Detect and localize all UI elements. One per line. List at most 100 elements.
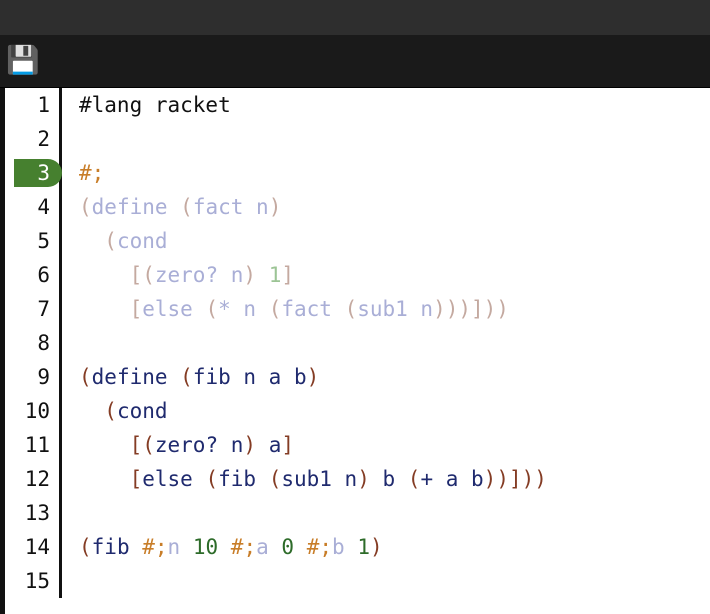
- line-number-current[interactable]: 3: [5, 156, 62, 190]
- code-token: [180, 535, 193, 559]
- code-line[interactable]: 13: [5, 496, 710, 530]
- line-number-label: 9: [37, 365, 50, 389]
- code-token: (: [205, 297, 219, 321]
- code-token: ): [243, 263, 269, 287]
- code-line[interactable]: 3 #;: [5, 156, 710, 190]
- current-line-badge: [14, 159, 62, 187]
- code-token: ))])): [483, 467, 547, 491]
- code-token: fact: [281, 297, 345, 321]
- code-line-text[interactable]: [(zero? n) a]: [65, 428, 294, 462]
- code-token: #lang racket: [79, 93, 231, 117]
- line-number[interactable]: 12: [5, 462, 62, 496]
- code-token: 1: [268, 263, 282, 287]
- code-line-text[interactable]: #;: [65, 156, 104, 190]
- code-token: [218, 535, 231, 559]
- code-token: 0: [281, 535, 295, 559]
- code-lines-container[interactable]: 1 #lang racket 2 3 #; 4 (define (fact n)5 (con…: [5, 88, 710, 614]
- code-token: (: [79, 535, 92, 559]
- line-number[interactable]: 11: [5, 428, 62, 462]
- line-number[interactable]: 6: [5, 258, 62, 292]
- code-token: [79, 229, 104, 253]
- line-number-label: 10: [24, 399, 50, 423]
- code-token: [(: [129, 263, 155, 287]
- code-line-text[interactable]: (define (fact n): [65, 190, 281, 224]
- code-token: (: [205, 467, 219, 491]
- line-number[interactable]: 7: [5, 292, 62, 326]
- code-line-text[interactable]: (define (fib n a b): [65, 360, 319, 394]
- code-token: + a b: [420, 467, 484, 491]
- code-line[interactable]: 5 (cond: [5, 224, 710, 258]
- code-line[interactable]: 8: [5, 326, 710, 360]
- code-token: ): [357, 467, 383, 491]
- code-token: a: [268, 433, 282, 457]
- code-line-text[interactable]: [else (fib (sub1 n) b (+ a b))])): [65, 462, 547, 496]
- code-token: [79, 433, 130, 457]
- line-number[interactable]: 1: [5, 88, 62, 122]
- line-number[interactable]: 14: [5, 530, 62, 564]
- line-number[interactable]: 4: [5, 190, 62, 224]
- line-number[interactable]: 9: [5, 360, 62, 394]
- line-number-label: 2: [37, 127, 50, 151]
- floppy-disk-save-icon[interactable]: 💾: [6, 45, 40, 76]
- code-line-text[interactable]: [65, 326, 79, 360]
- code-line-text[interactable]: (cond: [65, 224, 167, 258]
- code-line[interactable]: 7 [else (* n (fact (sub1 n)))])): [5, 292, 710, 326]
- code-token: define: [91, 195, 181, 219]
- code-line[interactable]: 6 [(zero? n) 1]: [5, 258, 710, 292]
- line-number[interactable]: 8: [5, 326, 62, 360]
- line-number[interactable]: 10: [5, 394, 62, 428]
- line-number[interactable]: 13: [5, 496, 62, 530]
- code-token: (: [180, 365, 193, 389]
- code-line-text[interactable]: [else (* n (fact (sub1 n)))])): [65, 292, 509, 326]
- code-token: (: [268, 297, 282, 321]
- code-line[interactable]: 15: [5, 564, 710, 598]
- code-token: * n: [218, 297, 269, 321]
- code-token: define: [91, 365, 181, 389]
- code-line-text[interactable]: [(zero? n) 1]: [65, 258, 294, 292]
- code-token: [79, 467, 130, 491]
- line-number-label: 4: [37, 195, 50, 219]
- code-line[interactable]: 9 (define (fib n a b): [5, 360, 710, 394]
- code-token: 1: [357, 535, 370, 559]
- code-editor[interactable]: 1 #lang racket 2 3 #; 4 (define (fact n)5 (con…: [0, 88, 710, 614]
- code-line-text[interactable]: [65, 122, 79, 156]
- code-token: #;: [230, 535, 257, 559]
- code-token: (: [344, 297, 358, 321]
- code-token: (: [180, 195, 193, 219]
- code-token: sub1 n: [281, 467, 358, 491]
- code-line[interactable]: 2: [5, 122, 710, 156]
- code-token: b: [332, 535, 345, 559]
- code-token: ): [369, 535, 383, 559]
- code-token: [79, 297, 130, 321]
- code-line[interactable]: 1 #lang racket: [5, 88, 710, 122]
- code-token: else: [142, 467, 206, 491]
- code-line-text[interactable]: (cond: [65, 394, 167, 428]
- code-line[interactable]: 10 (cond: [5, 394, 710, 428]
- code-token: (: [79, 365, 92, 389]
- code-line[interactable]: 4 (define (fact n): [5, 190, 710, 224]
- code-token: [294, 535, 307, 559]
- code-line[interactable]: 14(fib #;n 10 #;a 0 #;b 1): [5, 530, 710, 564]
- code-line[interactable]: 11 [(zero? n) a]: [5, 428, 710, 462]
- code-token: #;: [306, 535, 333, 559]
- code-token: #;: [142, 535, 168, 559]
- code-line-text[interactable]: [65, 496, 79, 530]
- code-token: a: [256, 535, 269, 559]
- code-token: (: [268, 467, 282, 491]
- line-number-label: 8: [37, 331, 50, 355]
- code-token: #;: [79, 161, 105, 185]
- code-line[interactable]: 12 [else (fib (sub1 n) b (+ a b))])): [5, 462, 710, 496]
- line-number-label: 13: [24, 501, 50, 525]
- line-number[interactable]: 5: [5, 224, 62, 258]
- code-token: [: [129, 467, 143, 491]
- line-number[interactable]: 2: [5, 122, 62, 156]
- code-line-text[interactable]: (fib #;n 10 #;a 0 #;b 1): [65, 530, 383, 564]
- line-number-label: 15: [24, 569, 50, 593]
- code-token: [(: [129, 433, 155, 457]
- code-token: fib: [218, 467, 269, 491]
- code-line-text[interactable]: #lang racket: [65, 88, 231, 122]
- code-token: (: [407, 467, 421, 491]
- code-line-text[interactable]: [65, 564, 79, 598]
- line-number[interactable]: 15: [5, 564, 62, 598]
